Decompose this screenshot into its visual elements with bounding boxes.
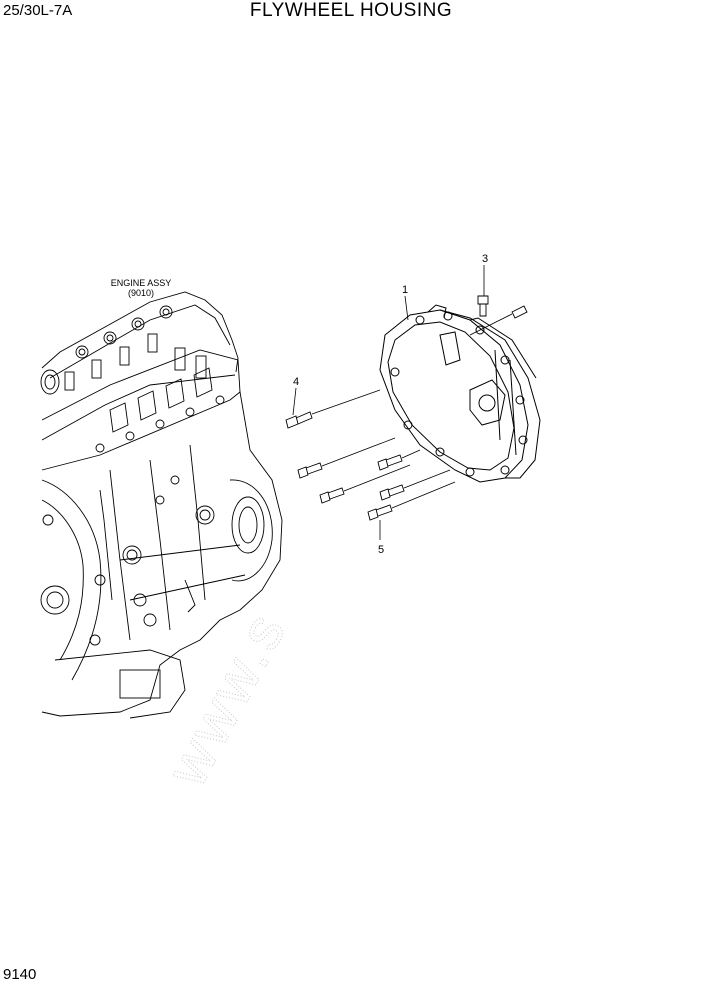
model-code: 25/30L-7A (3, 2, 73, 19)
callout-1: 1 (402, 284, 408, 296)
engine-assy-ref: (9010) (128, 288, 154, 298)
engine-assy-label: ENGINE ASSY (111, 278, 172, 288)
watermark-text: www.s (154, 600, 300, 797)
page-number: 9140 (3, 966, 37, 983)
bolts (285, 295, 528, 521)
callout-5: 5 (378, 544, 384, 556)
callout-3: 3 (482, 253, 488, 265)
callout-4: 4 (293, 376, 299, 388)
leader-lines (292, 265, 501, 540)
engine-assembly (40, 291, 283, 719)
page-title: FLYWHEEL HOUSING (249, 0, 453, 21)
flywheel-housing (379, 304, 541, 483)
